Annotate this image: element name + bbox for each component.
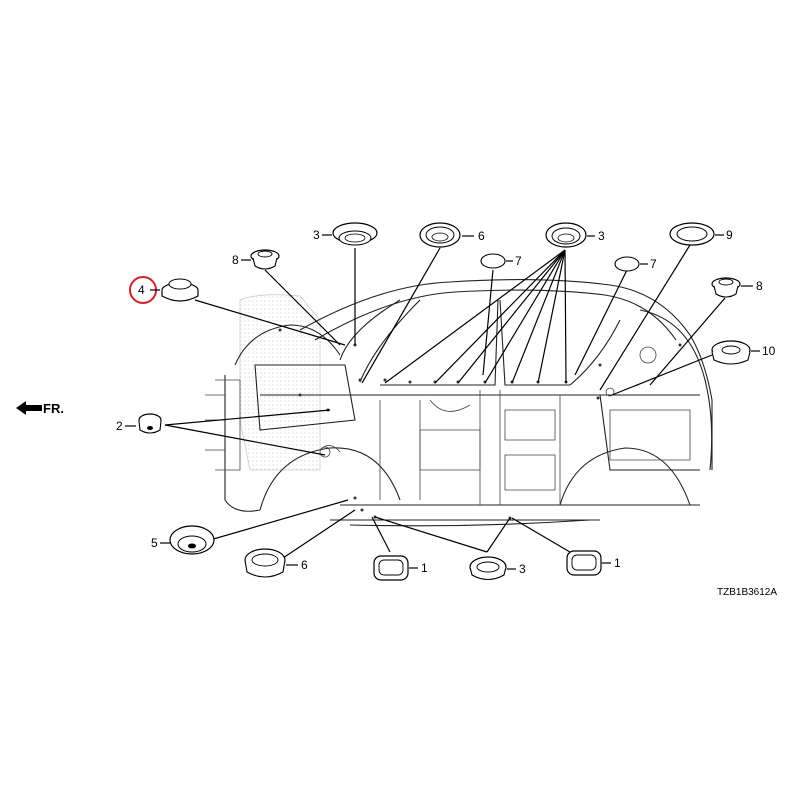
callout-2: 2 [116, 419, 123, 433]
part-5-grommet [169, 525, 215, 555]
part-1-plug-left [373, 555, 409, 581]
diagram-code: TZB1B3612A [717, 587, 777, 598]
callout-7-left: 7 [515, 254, 522, 268]
part-8-grommet-right [711, 277, 741, 298]
callout-8-left: 8 [232, 253, 239, 267]
front-direction-indicator: FR. [16, 401, 64, 416]
part-3-grommet-bottom [469, 556, 507, 581]
callout-3-top-right: 3 [598, 229, 605, 243]
callout-1-left: 1 [421, 561, 428, 575]
part-7-seal-right [614, 256, 640, 272]
vehicle-body-illustration [205, 279, 713, 527]
callout-3-top-left: 3 [313, 228, 320, 242]
part-2-grommet [138, 413, 162, 434]
part-3-grommet-top-left [332, 222, 378, 246]
callout-3-bottom: 3 [519, 562, 526, 576]
part-7-seal-left [480, 253, 506, 269]
front-arrow-icon [16, 401, 42, 415]
part-6-grommet-top [419, 222, 461, 248]
part-1-plug-right [566, 550, 602, 576]
callout-9: 9 [726, 228, 733, 242]
part-3-grommet-top-right [545, 222, 587, 248]
callout-4: 4 [138, 283, 145, 297]
part-6-grommet-bottom [244, 548, 286, 578]
part-4-plug [161, 278, 199, 302]
leader-lines [164, 244, 726, 561]
callout-1-right: 1 [614, 556, 621, 570]
part-10-grommet [711, 340, 751, 365]
callout-6-bottom: 6 [301, 558, 308, 572]
callout-6-top: 6 [478, 229, 485, 243]
callout-5: 5 [151, 536, 158, 550]
callout-10: 10 [762, 344, 776, 358]
callout-7-right: 7 [650, 257, 657, 271]
front-label: FR. [43, 401, 64, 416]
part-8-grommet-left [250, 249, 280, 270]
callout-labels: 4 8 3 6 3 7 7 9 8 10 2 5 6 1 3 1 [116, 228, 776, 576]
part-9-grommet [669, 222, 715, 246]
callout-8-right: 8 [756, 279, 763, 293]
